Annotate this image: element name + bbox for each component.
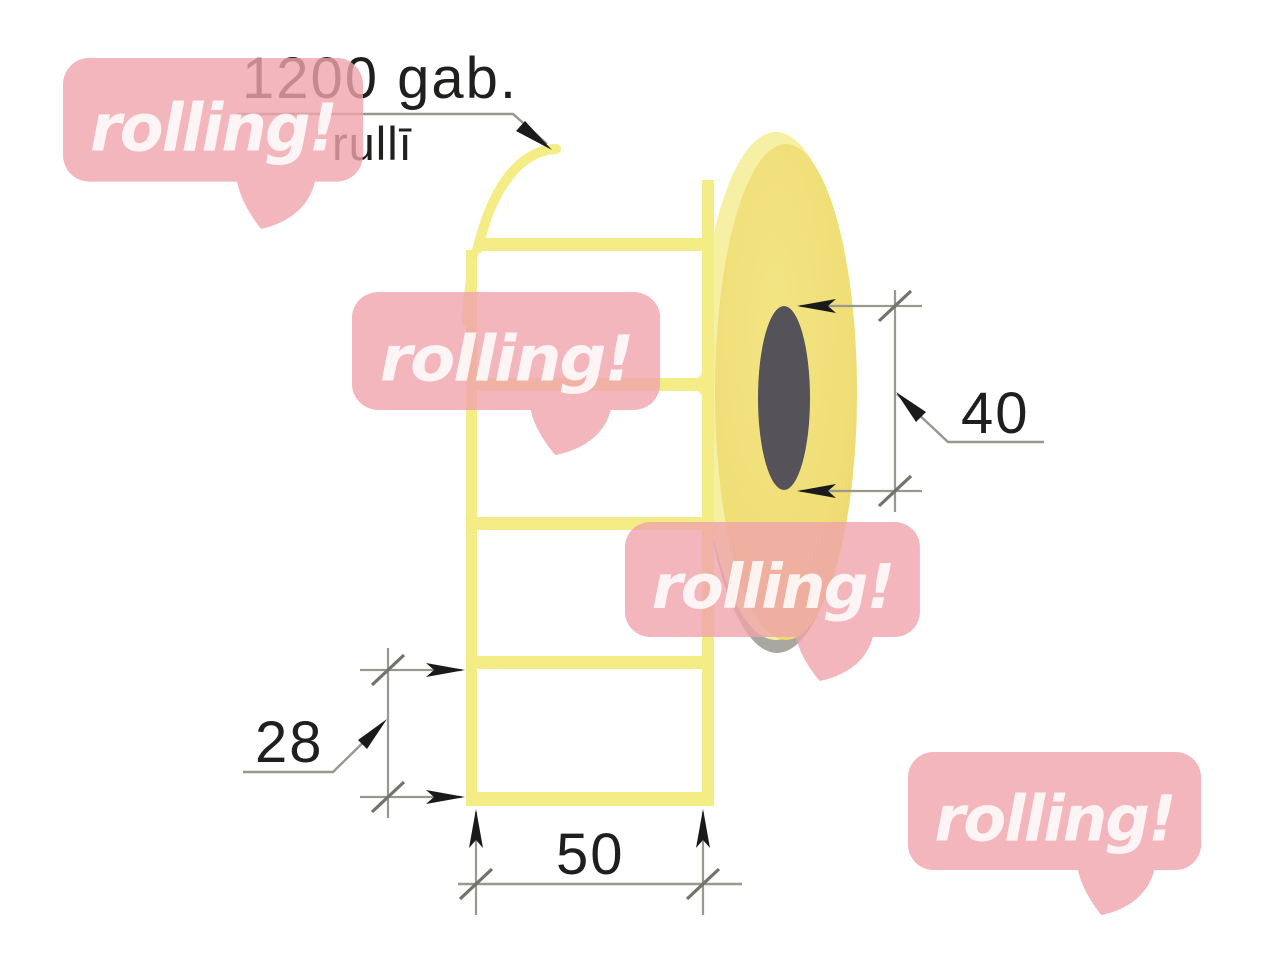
watermark-text: rolling! xyxy=(934,782,1174,855)
core-dim-arrow-top-icon xyxy=(797,299,836,313)
watermark-text: rolling! xyxy=(90,91,336,167)
core-dim-tick-top xyxy=(877,289,913,323)
core-dim-leader-arrow-icon xyxy=(896,392,926,422)
label-height-dimension: 28 xyxy=(243,648,465,818)
watermark-mid-left: rolling! xyxy=(352,292,661,456)
height-dim-tick-bottom xyxy=(370,780,406,814)
label-height-value: 28 xyxy=(255,710,324,775)
height-dim-leader-arrow-icon xyxy=(358,719,387,749)
label-width-dimension: 50 xyxy=(458,809,742,915)
width-dim-tick-left xyxy=(458,867,494,901)
watermark-text: rolling! xyxy=(652,551,894,623)
width-dim-arrow-right-icon xyxy=(696,809,710,848)
backing-gap-band-4 xyxy=(466,656,714,669)
watermark-top-left: rolling! xyxy=(63,58,363,229)
label-blank-2 xyxy=(477,391,702,517)
backing-right-border xyxy=(702,180,714,806)
core-dim-tick-bottom xyxy=(877,474,913,508)
watermarks: rolling! rolling! rolling! rolling! xyxy=(63,58,1202,916)
roll-core-hole xyxy=(758,306,810,490)
backing-gap-band-1 xyxy=(480,238,714,251)
watermark-center: rolling! xyxy=(625,522,920,682)
height-dim-arrow-top-icon xyxy=(426,663,465,677)
speech-bubble-icon xyxy=(352,292,661,456)
watermark-text: rolling! xyxy=(380,323,633,396)
core-diameter-dimension: 40 xyxy=(797,289,1044,512)
speech-bubble-icon xyxy=(625,522,920,682)
core-diameter-value: 40 xyxy=(961,381,1030,446)
speech-bubble-icon xyxy=(63,58,363,229)
watermark-bottom-right: rolling! xyxy=(908,752,1202,916)
core-dim-arrow-bottom-icon xyxy=(797,484,836,498)
width-dim-arrow-left-icon xyxy=(469,809,483,848)
height-dim-tick-top xyxy=(370,653,406,687)
label-width-value: 50 xyxy=(556,822,625,887)
backing-bottom-edge xyxy=(466,792,714,806)
width-dim-tick-right xyxy=(685,867,721,901)
label-blank-4 xyxy=(477,669,702,792)
height-dim-arrow-bottom-icon xyxy=(426,790,465,804)
speech-bubble-icon xyxy=(908,752,1202,916)
callout-leader-arrow-icon xyxy=(516,121,552,150)
